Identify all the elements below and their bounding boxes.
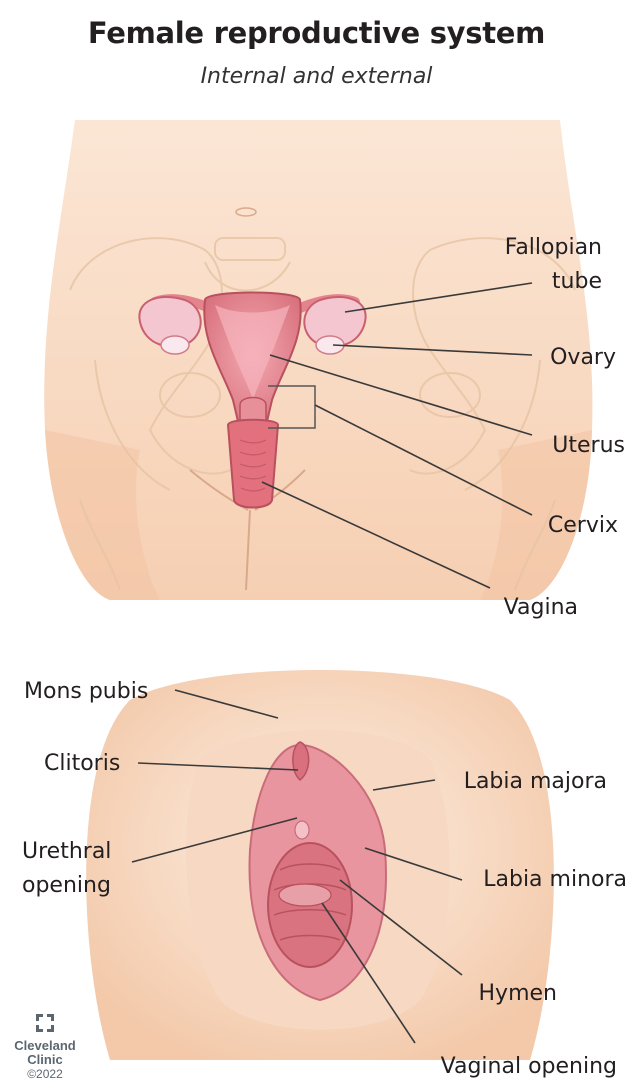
label-mons-pubis: Mons pubis xyxy=(24,679,148,704)
label-ovary: Ovary xyxy=(550,345,616,370)
label-hymen: Hymen xyxy=(479,981,557,1006)
logo-name: Cleveland Clinic xyxy=(6,1039,84,1067)
label-labia-minora: Labia minora xyxy=(483,867,627,892)
label-clitoris: Clitoris xyxy=(44,751,120,776)
label-fallopian-tube-line1: Fallopian xyxy=(505,235,602,260)
label-labia-majora: Labia majora xyxy=(464,769,607,794)
cleveland-clinic-cross-icon xyxy=(34,1012,56,1034)
torso-illustration xyxy=(44,120,592,600)
logo-copyright: ©2022 xyxy=(6,1067,84,1081)
label-fallopian-tube-line2: tube xyxy=(552,269,602,294)
label-uterus: Uterus xyxy=(552,433,625,458)
cleveland-clinic-logo: Cleveland Clinic ©2022 xyxy=(6,1012,84,1081)
label-urethral-opening-line2: opening xyxy=(22,873,111,898)
label-vaginal-opening: Vaginal opening xyxy=(441,1054,617,1079)
ovary-detail-left xyxy=(161,336,189,354)
label-cervix: Cervix xyxy=(548,513,618,538)
hymen xyxy=(279,884,331,906)
vagina xyxy=(228,420,278,508)
label-vagina: Vagina xyxy=(504,595,578,620)
label-urethral-opening-line1: Urethral xyxy=(22,839,111,864)
urethral-opening xyxy=(295,821,309,839)
